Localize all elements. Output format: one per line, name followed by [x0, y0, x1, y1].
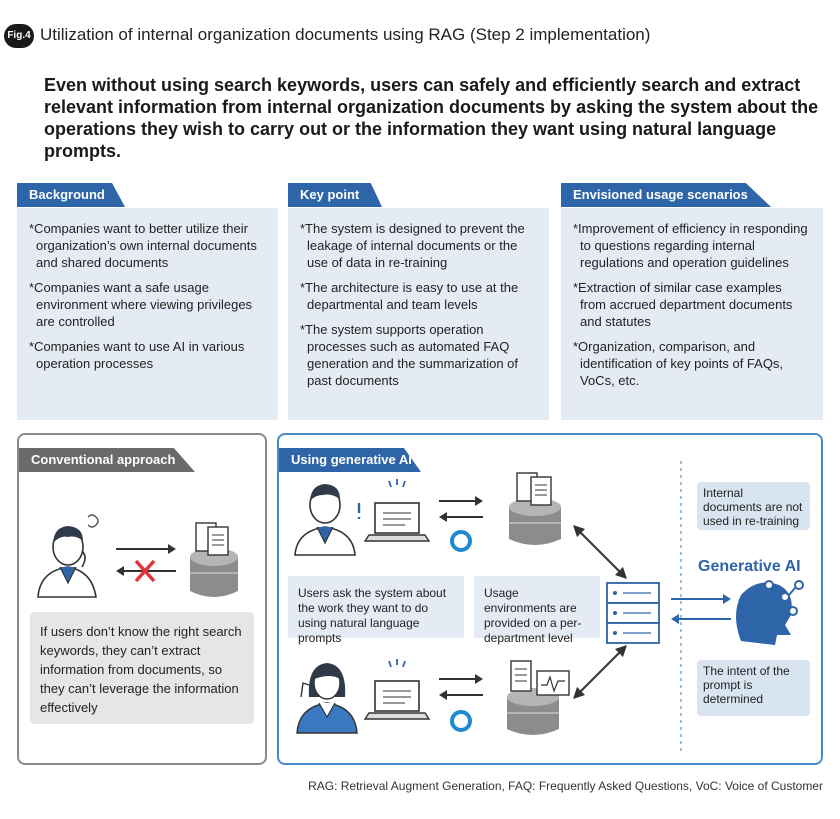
list-item: *The architecture is easy to use at the … [300, 280, 519, 312]
generative-ai-box [277, 433, 823, 765]
tab-using-generative-ai: Using generative AI [279, 448, 421, 472]
arrow-left-icon [116, 566, 176, 576]
footnote: RAG: Retrieval Augment Generation, FAQ: … [308, 779, 823, 793]
speech-bubble-users: Users ask the system about the work they… [288, 576, 464, 645]
double-arrow-icon [573, 645, 627, 699]
note-intent-determined: The intent of the prompt is determined [697, 660, 810, 716]
blue-circle-icon [450, 710, 472, 732]
document-chart-database-icon [507, 660, 570, 735]
figure-badge: Fig.4 [4, 24, 34, 48]
panel-envisioned-usage: *Improvement of efficiency in responding… [561, 208, 823, 420]
arrow-right-icon [671, 594, 731, 604]
red-cross-icon [134, 559, 156, 583]
server-icon [606, 582, 660, 644]
confused-person-icon [37, 514, 99, 598]
speech-bubble-environment: Usage environments are provided on a per… [474, 576, 600, 645]
list-item: *Companies want to better utilize their … [29, 221, 257, 270]
arrow-right-icon [439, 674, 483, 684]
ai-brain-head-icon [736, 580, 804, 645]
tab-background: Background [17, 183, 125, 207]
panel-key-point: *The system is designed to prevent the l… [288, 208, 549, 420]
generative-illustration [294, 461, 804, 753]
laptop-icon [363, 659, 431, 720]
document-database-icon [190, 522, 238, 597]
arrow-left-icon [439, 690, 483, 700]
figure-title: Utilization of internal organization doc… [40, 25, 651, 44]
tab-envisioned-usage: Envisioned usage scenarios [561, 183, 771, 207]
list-item: *The system supports operation processes… [300, 322, 519, 388]
conventional-illustration [37, 514, 238, 598]
list-item: *Extraction of similar case examples fro… [573, 280, 793, 329]
document-database-icon [509, 472, 561, 545]
double-arrow-icon [573, 525, 627, 579]
blue-circle-icon [450, 530, 472, 552]
list-item: *Companies want to use AI in various ope… [29, 339, 245, 371]
laptop-icon [363, 479, 431, 542]
male-user-icon [294, 484, 361, 556]
generative-ai-label: Generative AI [698, 558, 801, 575]
headline: Even without using search keywords, user… [44, 75, 819, 161]
tab-conventional-approach: Conventional approach [19, 448, 195, 472]
conventional-note: If users don’t know the right search key… [30, 612, 254, 724]
female-user-icon [296, 663, 358, 734]
list-item: *Improvement of efficiency in responding… [573, 221, 808, 270]
arrow-right-icon [116, 544, 176, 554]
list-item: *The system is designed to prevent the l… [300, 221, 525, 270]
conventional-approach-box [17, 433, 267, 765]
list-item: *Companies want a safe usage environment… [29, 280, 253, 329]
arrow-right-icon [439, 496, 483, 506]
arrow-left-icon [439, 512, 483, 522]
note-not-used-in-retraining: Internal documents are not used in re-tr… [697, 482, 810, 530]
arrow-left-icon [671, 614, 731, 624]
panel-background: *Companies want to better utilize their … [17, 208, 278, 420]
list-item: *Organization, comparison, and identific… [573, 339, 784, 388]
tab-key-point: Key point [288, 183, 382, 207]
